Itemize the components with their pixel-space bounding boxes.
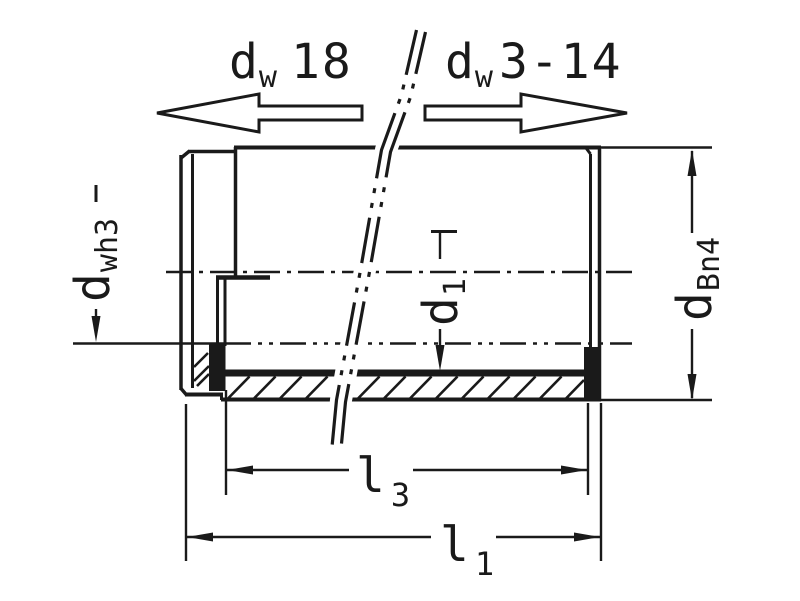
- dim-d1-arrowhead: [435, 345, 445, 371]
- dim-l1: [184, 403, 603, 561]
- outline-chamfer-top-right: [584, 147, 592, 155]
- dim-d1: [431, 230, 457, 371]
- dim-dwh3-arrowhead: [91, 316, 101, 342]
- section-fill-right: [584, 347, 600, 399]
- range-arrow-left-icon: [156, 92, 364, 134]
- range-arrow-right-icon: [423, 92, 628, 134]
- dim-dwh3: [91, 185, 101, 342]
- break-line: [329, 29, 428, 455]
- hatch-band: [227, 375, 585, 400]
- dim-l3-arrowhead-left: [227, 465, 253, 475]
- dim-d1-label: d1: [413, 278, 473, 326]
- dim-l1-arrowhead-right: [574, 532, 600, 542]
- break-line-right: [338, 31, 428, 455]
- break-line-halo: [325, 27, 432, 454]
- dim-l3: [224, 390, 590, 495]
- hatch-block-left: [193, 352, 210, 387]
- dim-dbn4-arrowhead-down: [687, 374, 697, 401]
- break-line-left: [329, 29, 419, 453]
- dim-dwh3-label: dwh3: [65, 218, 125, 302]
- dim-dbn4-arrowhead-up: [687, 149, 697, 176]
- range-arrows: [156, 92, 628, 134]
- dim-dbn4-label: dBn4: [667, 237, 727, 321]
- dim-dbn4: [601, 146, 712, 402]
- dim-l3-arrowhead-right: [561, 465, 587, 475]
- dim-l1-arrowhead-left: [187, 532, 213, 542]
- centerlines: [73, 270, 632, 345]
- section-fill-left: [209, 344, 226, 391]
- section-cut: [193, 344, 600, 400]
